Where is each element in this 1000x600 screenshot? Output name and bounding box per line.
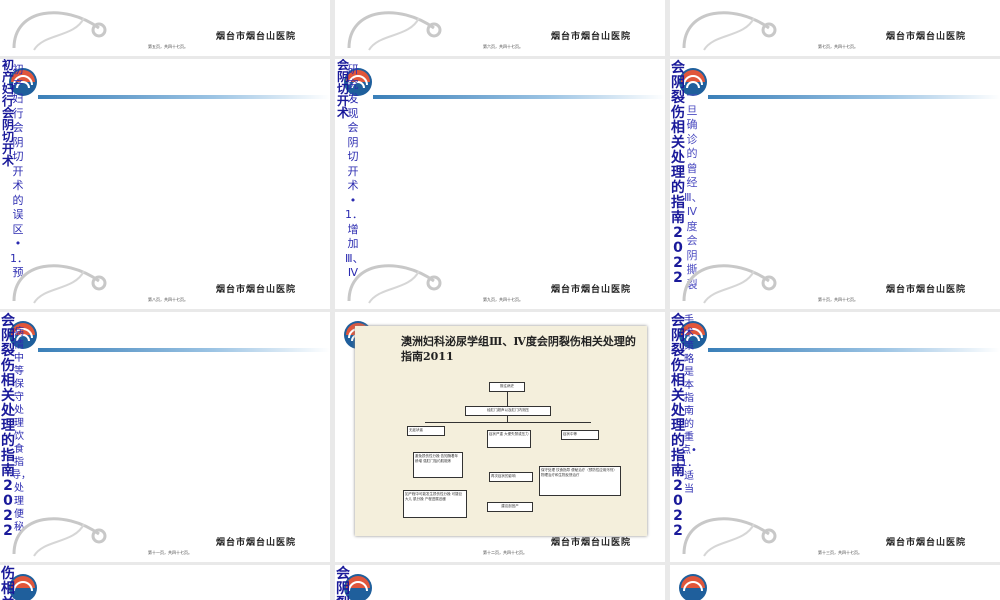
stethoscope-icon (12, 264, 107, 304)
hospital-name: 烟台市烟台山医院 (550, 32, 631, 42)
slide-thumb-1[interactable]: 第五页，共四十七页。 烟台市烟台山医院 (0, 0, 330, 56)
slide-thumb-4[interactable]: 初产妇行会阴切开术 初产妇行会阴切开术的误区•1．预 第八页，共四十七页。 烟台… (0, 59, 330, 309)
title-rule (373, 95, 665, 99)
slide-footer: 第九页，共四十七页。 烟台市烟台山医院 (335, 251, 665, 309)
slide-title: 会阴切开术 (336, 59, 349, 120)
flow-connector (507, 416, 508, 422)
slide-title: 会阴裂伤相关处理的指南2022 (671, 313, 685, 539)
slide-thumb-8[interactable]: 澳洲妇科泌尿学组Ⅲ、Ⅳ度会阴裂伤相关处理的指南2011 既往病史 经肛门超声以及… (335, 312, 665, 562)
flow-node-moderate-advice: 再次症状的影响 (489, 472, 533, 482)
title-rule (38, 348, 330, 352)
hospital-logo-icon (679, 574, 707, 600)
slide-title: 会阴裂伤相关处理的指南2022 (671, 60, 685, 286)
hospital-name: 烟台市烟台山医院 (215, 538, 296, 548)
stethoscope-icon (682, 11, 777, 51)
hospital-logo-icon (679, 321, 707, 349)
slide-body-text: 一旦确诊的曾经Ⅲ、Ⅳ度会阴撕裂 (684, 89, 703, 291)
slide-body-text: 初产妇行会阴切开术的误区•1．预 (10, 63, 28, 279)
slide-thumb-3[interactable]: 第七页，共四十七页。 烟台市烟台山医院 (670, 0, 1000, 56)
hospital-logo-icon (9, 574, 37, 600)
slide-footer: 第十一页，共四十七页。 烟台市烟台山医院 (0, 504, 330, 562)
hospital-logo-icon (344, 68, 372, 96)
page-number: 第七页，共四十七页。 (818, 44, 858, 49)
page-number: 第十页，共四十七页。 (818, 297, 858, 302)
slide-footer: 第六页，共四十七页。 烟台市烟台山医院 (335, 0, 665, 56)
guideline-flowchart-image: 澳洲妇科泌尿学组Ⅲ、Ⅳ度会阴裂伤相关处理的指南2011 既往病史 经肛门超声以及… (355, 326, 647, 536)
hospital-name: 烟台市烟台山医院 (550, 285, 631, 295)
page-number: 第六页，共四十七页。 (483, 44, 523, 49)
flowchart-title: 澳洲妇科泌尿学组Ⅲ、Ⅳ度会阴裂伤相关处理的指南2011 (401, 335, 636, 363)
slide-thumb-11[interactable]: 会阴裂伤 (335, 565, 665, 600)
slide-footer: 第十三页，共四十七页。 烟台市烟台山医院 (670, 504, 1000, 562)
flow-node-mild: 无症状者 (407, 426, 445, 436)
slide-footer: 第七页，共四十七页。 烟台市烟台山医院 (670, 0, 1000, 56)
hospital-logo-icon (9, 321, 37, 349)
slide-footer: 第十页，共四十七页。 烟台市烟台山医院 (670, 251, 1000, 309)
hospital-name: 烟台市烟台山医院 (215, 285, 296, 295)
flow-node-middle: 症状中等 (561, 430, 599, 440)
page-number: 第八页，共四十七页。 (148, 297, 188, 302)
stethoscope-icon (12, 517, 107, 557)
flow-node-mild-advice: 避免损伤性分娩 告知随着年龄增 强肛门括约肌锻炼 (413, 452, 463, 478)
slide-title: 伤相关 (1, 566, 15, 600)
slide-thumb-6[interactable]: 会阴裂伤相关处理的指南2022 一旦确诊的曾经Ⅲ、Ⅳ度会阴撕裂 第十页，共四十七… (670, 59, 1000, 309)
flow-node-bottom-left: 如产程中可能发生损伤性分娩 可疑巨大儿 肌分娩 产程进展迟缓 (403, 490, 467, 518)
hospital-logo-icon (9, 68, 37, 96)
slide-title: 会阴裂伤相关处理的指南2022 (1, 313, 15, 539)
flow-node-bottom-mid: 建议剖宫产 (487, 502, 533, 512)
stethoscope-icon (682, 517, 777, 557)
slide-thumb-12[interactable] (670, 565, 1000, 600)
stethoscope-icon (682, 264, 777, 304)
hospital-name: 烟台市烟台山医院 (885, 285, 966, 295)
slide-body-text: 手术策略是本指南的重点•1．适当 (681, 315, 698, 495)
page-number: 第十三页，共四十七页。 (818, 550, 862, 555)
stethoscope-icon (347, 11, 442, 51)
slide-thumb-9[interactable]: 会阴裂伤相关处理的指南2022 手术策略是本指南的重点•1．适当 第十三页，共四… (670, 312, 1000, 562)
slide-thumb-7[interactable]: 会阴裂伤相关处理的指南2022 病情中等保守处理饮食指导，处理便秘 第十一页，共… (0, 312, 330, 562)
slide-footer: 第五页，共四十七页。 烟台市烟台山医院 (0, 0, 330, 56)
flow-node-middle-advice: 保守处理 饮食指导 便秘治疗（预防性应用泻剂） 物理治疗和生物反馈治疗 (539, 466, 621, 496)
hospital-logo-icon (679, 68, 707, 96)
flow-node-evaluate: 经肛门超声以及肛门内测压 (465, 406, 551, 416)
title-rule (708, 348, 1000, 352)
page-number: 第九页，共四十七页。 (483, 297, 523, 302)
slide-thumb-10[interactable]: 伤相关 (0, 565, 330, 600)
page-number: 第十一页，共四十七页。 (148, 550, 192, 555)
slide-title: 初产妇行会阴切开术 (1, 59, 14, 168)
page-number: 第五页，共四十七页。 (148, 44, 188, 49)
hospital-logo-icon (344, 574, 372, 600)
flow-node-moderate: 症状严重 大便失禁或压力 (487, 430, 531, 448)
title-rule (708, 95, 1000, 99)
slide-footer: 第十二页，共四十七页。 烟台市烟台山医院 (335, 504, 665, 562)
hospital-name: 烟台市烟台山医院 (885, 538, 966, 548)
hospital-name: 烟台市烟台山医院 (215, 32, 296, 42)
flow-node-root: 既往病史 (489, 382, 525, 392)
title-rule (38, 95, 330, 99)
slide-thumb-2[interactable]: 第六页，共四十七页。 烟台市烟台山医院 (335, 0, 665, 56)
slide-body-text: 病情中等保守处理饮食指导，处理便秘 (11, 327, 31, 533)
hospital-name: 烟台市烟台山医院 (550, 538, 631, 548)
flow-connector (507, 392, 508, 406)
flow-connector (425, 422, 591, 423)
slide-body-text: 研究发现会阴切开术•1．增加Ⅲ、Ⅳ (345, 63, 364, 279)
stethoscope-icon (347, 264, 442, 304)
slide-title: 会阴裂伤 (336, 566, 350, 600)
stethoscope-icon (12, 11, 107, 51)
hospital-name: 烟台市烟台山医院 (885, 32, 966, 42)
page-number: 第十二页，共四十七页。 (483, 550, 527, 555)
slide-footer: 第八页，共四十七页。 烟台市烟台山医院 (0, 251, 330, 309)
slide-thumb-5[interactable]: 会阴切开术 研究发现会阴切开术•1．增加Ⅲ、Ⅳ 第九页，共四十七页。 烟台市烟台… (335, 59, 665, 309)
